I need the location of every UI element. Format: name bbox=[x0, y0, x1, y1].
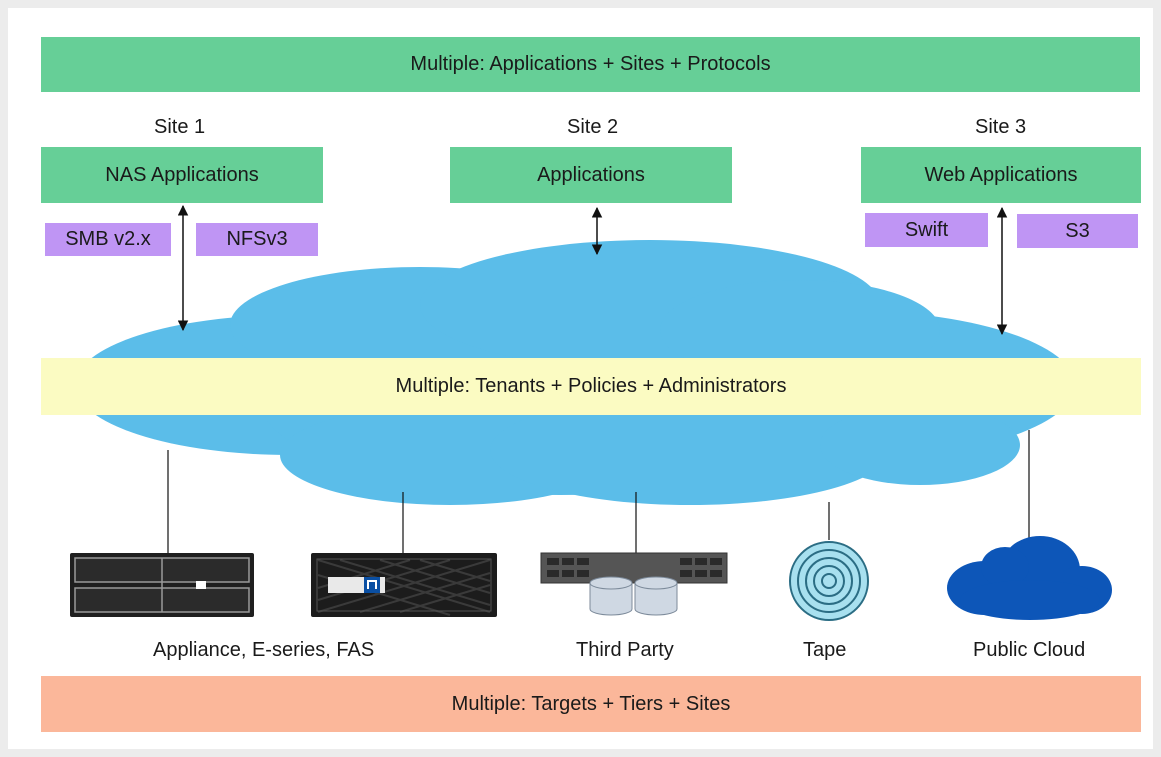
site-3-app-box: Web Applications bbox=[861, 147, 1141, 203]
appliance-label: Appliance, E-series, FAS bbox=[153, 639, 375, 661]
protocol-smb: SMB v2.x bbox=[45, 223, 171, 256]
top-banner: Multiple: Applications + Sites + Protoco… bbox=[41, 37, 1140, 92]
site-1-label: Site 1 bbox=[154, 116, 206, 138]
site-2-app-box: Applications bbox=[450, 147, 732, 203]
public-cloud-icon bbox=[947, 536, 1112, 620]
third-party-label: Third Party bbox=[576, 639, 674, 661]
protocol-swift: Swift bbox=[865, 213, 988, 247]
protocol-nfs: NFSv3 bbox=[196, 223, 318, 256]
network-cloud bbox=[75, 240, 1075, 505]
tape-reel-icon bbox=[789, 541, 869, 621]
public-cloud-label: Public Cloud bbox=[973, 639, 1086, 661]
site-1-app-box: NAS Applications bbox=[41, 147, 323, 203]
netapp-storage-icon bbox=[311, 553, 497, 617]
targets-banner: Multiple: Targets + Tiers + Sites bbox=[41, 676, 1141, 732]
tape-label: Tape bbox=[803, 639, 847, 661]
site-3-label: Site 3 bbox=[975, 116, 1027, 138]
server-disks-icon bbox=[540, 552, 728, 616]
storage-shelf-icon bbox=[70, 553, 254, 617]
site-2-label: Site 2 bbox=[567, 116, 619, 138]
tenants-banner: Multiple: Tenants + Policies + Administr… bbox=[41, 358, 1141, 415]
protocol-s3: S3 bbox=[1017, 214, 1138, 248]
